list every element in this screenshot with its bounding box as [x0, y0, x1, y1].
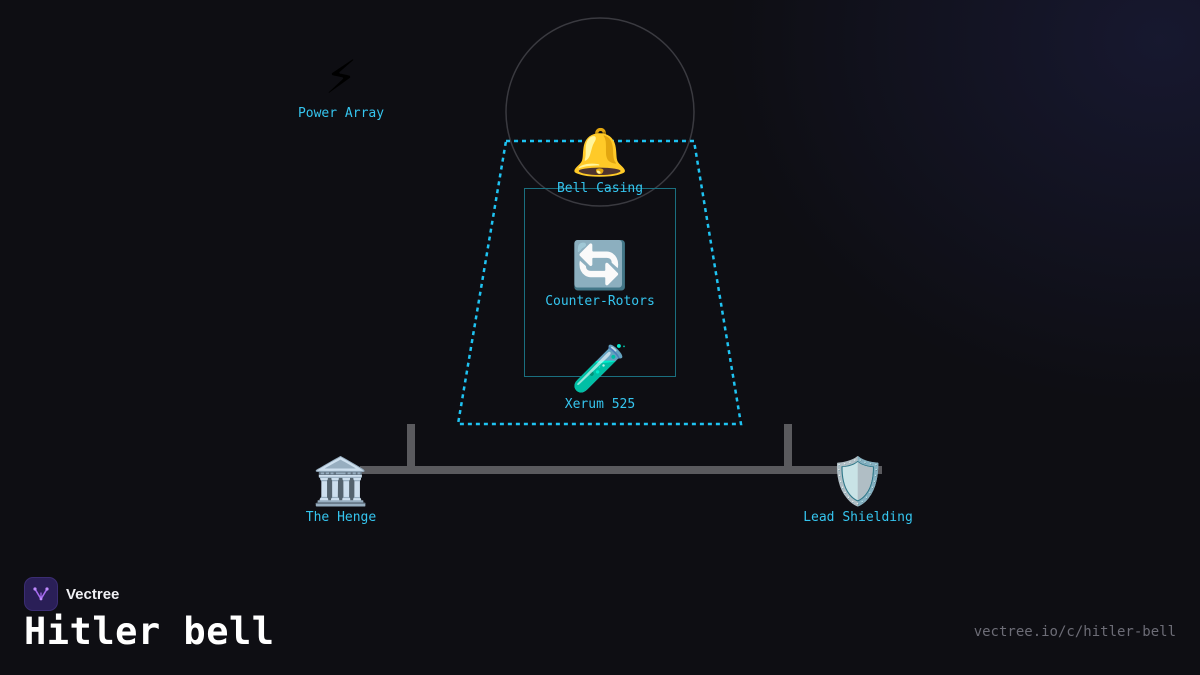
- node-power-array[interactable]: ⚡ Power Array: [261, 50, 421, 121]
- vectree-logo-icon: [24, 577, 58, 611]
- brand-name: Vectree: [66, 585, 120, 603]
- node-label: Lead Shielding: [803, 510, 913, 525]
- node-label: Bell Casing: [556, 181, 644, 196]
- node-lead-shielding[interactable]: 🛡️ Lead Shielding: [778, 454, 938, 525]
- bell-icon: 🔔: [571, 125, 629, 179]
- node-the-henge[interactable]: 🏛️ The Henge: [261, 454, 421, 525]
- shield-icon: 🛡️: [829, 454, 887, 508]
- node-label: The Henge: [305, 510, 377, 525]
- node-label: Counter-Rotors: [545, 294, 655, 309]
- node-bell-casing[interactable]: 🔔 Bell Casing: [520, 125, 680, 196]
- inner-core-box: [524, 188, 676, 377]
- frame-right-post: [784, 424, 792, 470]
- node-label: Power Array: [297, 106, 385, 121]
- page-url[interactable]: vectree.io/c/hitler-bell: [973, 624, 1176, 640]
- page-title: Hitler bell: [24, 610, 275, 653]
- test-tube-icon: 🧪: [571, 341, 629, 395]
- lightning-icon: ⚡: [324, 50, 358, 104]
- brand[interactable]: Vectree: [24, 577, 119, 611]
- rotation-arrows-icon: 🔄: [571, 238, 629, 292]
- node-counter-rotors[interactable]: 🔄 Counter-Rotors: [520, 238, 680, 309]
- bell-dashed-outline: [456, 139, 743, 426]
- frame-left-post: [407, 424, 415, 470]
- bell-top-circle: [505, 17, 695, 207]
- classical-building-icon: 🏛️: [312, 454, 370, 508]
- node-xerum-525[interactable]: 🧪 Xerum 525: [520, 341, 680, 412]
- node-label: Xerum 525: [564, 397, 636, 412]
- frame-crossbar: [360, 466, 882, 474]
